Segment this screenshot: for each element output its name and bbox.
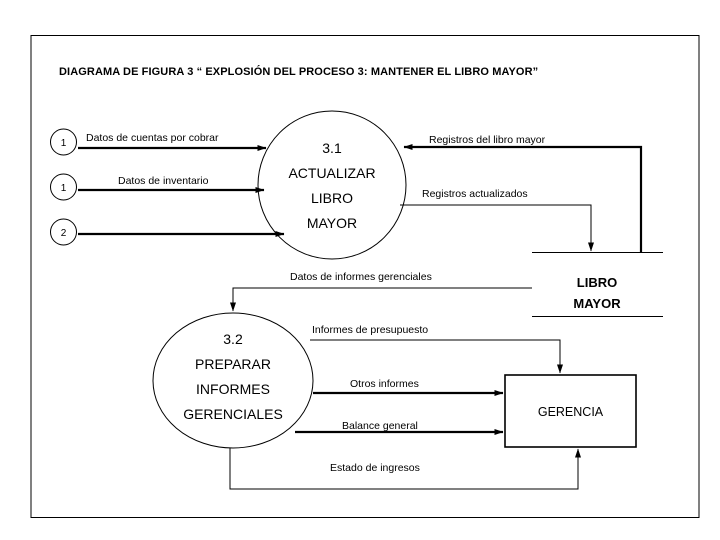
flow-label-informes-presupuesto: Informes de presupuesto xyxy=(312,324,428,336)
store-label-line-2: MAYOR xyxy=(573,296,621,311)
flow-label-balance-general: Balance general xyxy=(342,420,418,432)
process-3-1-line-3: MAYOR xyxy=(307,215,357,231)
flow-label-datos-informes: Datos de informes gerenciales xyxy=(290,271,432,283)
flow-line-estado-ingresos xyxy=(229,448,582,490)
flow-label-cuentas-por-cobrar: Datos de cuentas por cobrar xyxy=(86,132,219,144)
process-3-1-line-1: ACTUALIZAR xyxy=(288,165,375,181)
flow-label-estado-ingresos: Estado de ingresos xyxy=(330,462,420,474)
flow-label-otros-informes: Otros informes xyxy=(350,378,419,390)
diagram-title: DIAGRAMA DE FIGURA 3 “ EXPLOSIÓN DEL PRO… xyxy=(59,65,538,78)
process-3-2-line-2: INFORMES xyxy=(196,381,270,397)
process-3-2-line-3: GERENCIALES xyxy=(183,406,283,422)
process-3-1-number: 3.1 xyxy=(322,140,342,156)
flow-label-registros-actualizados: Registros actualizados xyxy=(422,188,528,200)
flow-label-registros-libro-mayor: Registros del libro mayor xyxy=(429,134,546,146)
diagram-border xyxy=(30,35,700,518)
flow-line-registros-libro-mayor xyxy=(403,143,643,252)
process-3-1-line-2: LIBRO xyxy=(311,190,353,206)
source-label-2: 1 xyxy=(61,183,67,194)
process-3-2-shape[interactable] xyxy=(152,312,314,449)
source-label-3: 2 xyxy=(61,228,67,239)
flow-line-informes-presupuesto xyxy=(310,339,563,374)
process-3-2-number: 3.2 xyxy=(223,331,243,347)
store-label-line-1: LIBRO xyxy=(577,275,617,290)
source-circle-2[interactable] xyxy=(50,173,77,201)
source-label-1: 1 xyxy=(61,138,67,149)
source-circle-1[interactable] xyxy=(50,128,77,156)
process-3-2-line-1: PREPARAR xyxy=(195,356,271,372)
entity-gerencia-label: GERENCIA xyxy=(538,405,604,419)
flow-label-inventario: Datos de inventario xyxy=(118,175,209,187)
flow-line-datos-informes xyxy=(229,287,532,312)
process-3-1-shape[interactable] xyxy=(257,110,407,260)
entity-gerencia-shape[interactable] xyxy=(504,374,637,448)
source-circle-3[interactable] xyxy=(50,218,77,246)
flow-line-registros-actualizados xyxy=(400,204,594,252)
